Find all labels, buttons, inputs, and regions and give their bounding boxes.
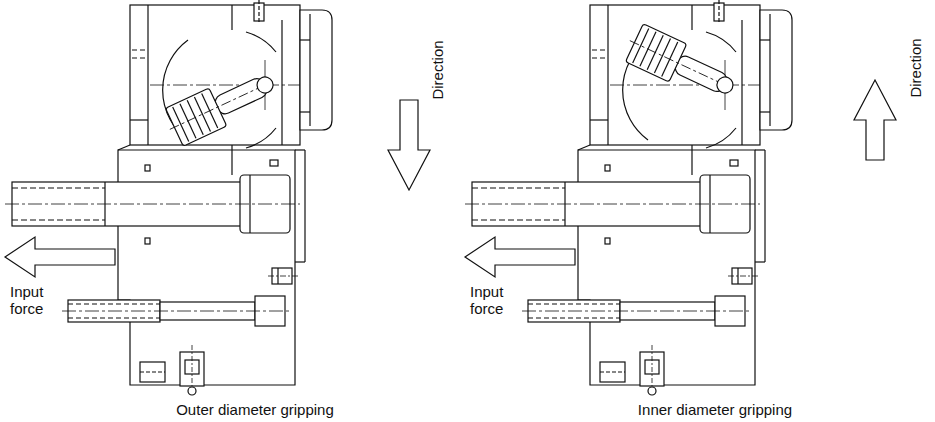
drawing-part	[161, 63, 281, 149]
drawing-part	[465, 0, 792, 395]
drawing-part	[465, 0, 792, 395]
outer-gripping-section	[5, 0, 430, 395]
direction-label: Direction	[429, 40, 446, 99]
direction-arrow	[854, 80, 896, 160]
inner-gripping-section	[465, 0, 896, 395]
input-force-label: Input force	[10, 283, 43, 317]
caption-label: Inner diameter gripping	[638, 401, 792, 418]
direction-label: Direction	[907, 38, 924, 97]
direction-arrow	[388, 100, 430, 190]
caption-label: Outer diameter gripping	[176, 401, 334, 418]
drawing-part	[150, 32, 300, 148]
input-force-label: Input force	[470, 283, 503, 317]
drawing-part	[5, 0, 332, 395]
drawing-part	[621, 22, 741, 108]
